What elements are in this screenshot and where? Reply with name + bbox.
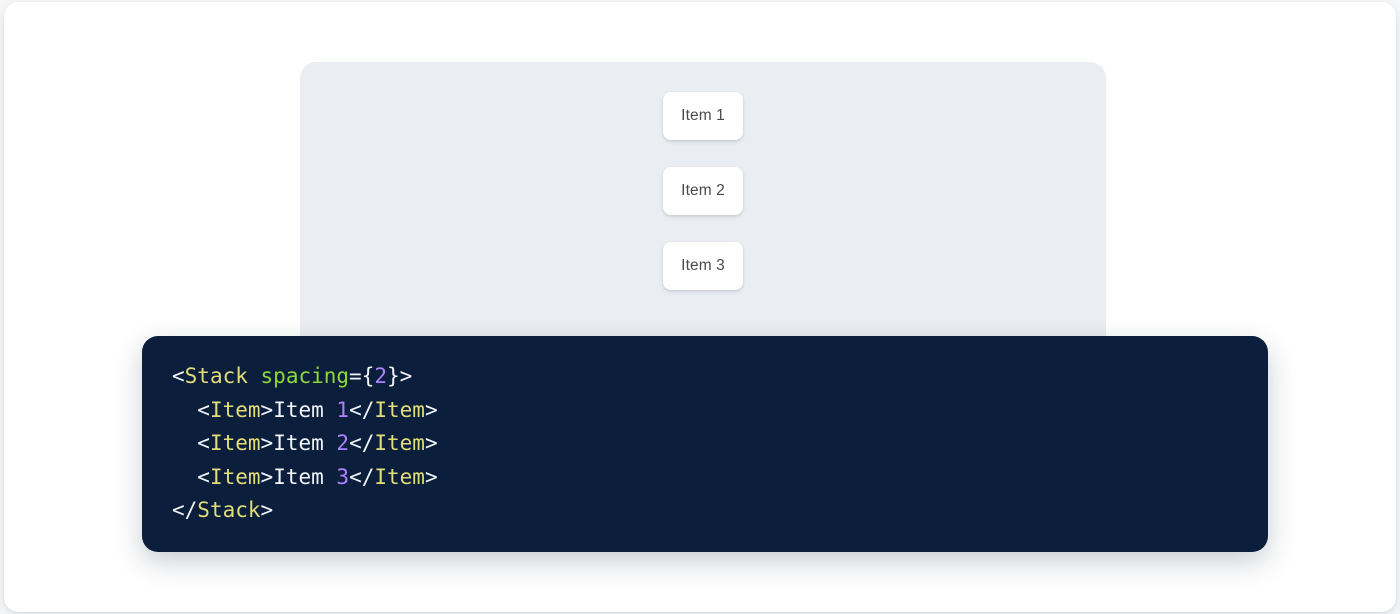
code-token-tag: Stack	[184, 364, 248, 388]
code-token-punct: >	[424, 397, 438, 422]
code-token-punct: </	[172, 498, 198, 523]
code-token-punct: }>	[387, 364, 413, 388]
code-token-text: Item	[273, 464, 337, 489]
code-token-text: Item	[273, 397, 337, 422]
code-token-num: 3	[336, 464, 350, 489]
code-snippet[interactable]: <Stack spacing={2}> <Item>Item 1</Item> …	[172, 360, 1238, 528]
stack-container: Item 1 Item 2 Item 3	[300, 62, 1106, 290]
code-token-tag: Item	[209, 431, 261, 456]
code-token-tag: Item	[209, 464, 261, 489]
code-token-tag: Item	[374, 397, 425, 422]
code-token-tag: Item	[209, 397, 261, 422]
code-token-punct: >	[260, 397, 274, 422]
code-token-attr: spacing	[260, 364, 350, 388]
code-token-punct: >	[424, 431, 438, 456]
code-token-punct: <	[172, 364, 185, 388]
code-token-punct: <	[197, 397, 210, 422]
code-token-num: 2	[374, 364, 387, 388]
stack-item[interactable]: Item 1	[663, 92, 743, 140]
stack-item-label: Item 3	[681, 257, 725, 274]
code-token-punct: <	[197, 431, 210, 456]
code-token-tag: Item	[374, 464, 425, 489]
code-token-punct: >	[424, 464, 438, 489]
stack-item[interactable]: Item 2	[663, 167, 743, 215]
code-block[interactable]: <Stack spacing={2}> <Item>Item 1</Item> …	[142, 336, 1268, 552]
code-token-tag: Item	[374, 431, 425, 456]
code-token-punct: >	[260, 431, 274, 456]
code-token-punct: >	[260, 464, 274, 489]
code-token-punct: </	[349, 431, 375, 456]
code-token-punct: </	[349, 464, 375, 489]
stack-item[interactable]: Item 3	[663, 242, 743, 290]
code-token-text	[248, 364, 261, 388]
code-token-text: Item	[273, 431, 337, 456]
code-token-num: 2	[336, 431, 350, 456]
code-token-punct: >	[260, 498, 274, 523]
stack-item-label: Item 1	[681, 107, 725, 124]
stack-item-label: Item 2	[681, 182, 725, 199]
code-token-tag: Stack	[197, 498, 261, 523]
code-token-punct: </	[349, 397, 375, 422]
code-token-punct: <	[197, 464, 210, 489]
code-token-punct: ={	[349, 364, 375, 388]
code-token-num: 1	[336, 397, 350, 422]
component-preview-stage: Item 1 Item 2 Item 3	[300, 62, 1106, 362]
